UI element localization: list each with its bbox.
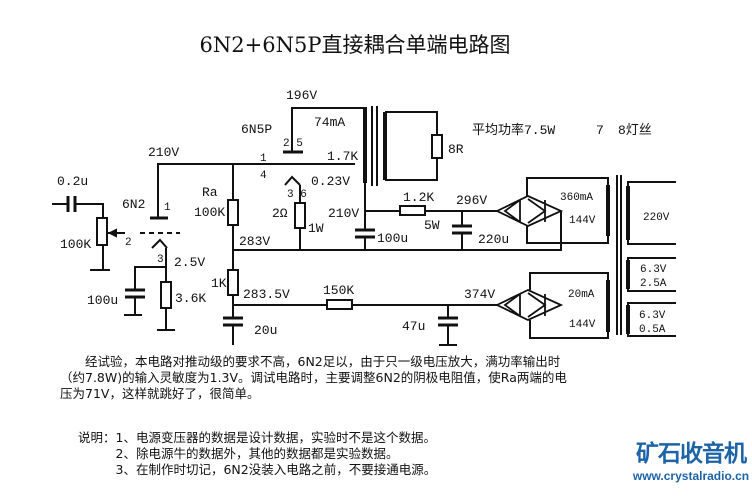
res-1k [227, 269, 239, 296]
ra-resistor [227, 199, 239, 226]
component-labels: 0.2u 100K 6N2 1 2 3 210V 2.5V 100u 3.6K … [57, 88, 670, 338]
label-cap-100u-b: 100u [377, 231, 408, 246]
logo-name: 矿石收音机 [636, 441, 747, 467]
label-mains: 220V [643, 212, 670, 224]
label-tube1-pin1: 1 [164, 202, 171, 214]
label-tube1-cathode-v: 2.5V [174, 255, 205, 270]
label-power-note: 平均功率7.5W [472, 122, 555, 138]
label-fil1-a: 2.5A [640, 278, 667, 290]
label-tube2-pins-plate: 2 5 [283, 138, 303, 150]
label-res-150k: 150K [323, 283, 354, 298]
res-1-2k [399, 205, 426, 216]
notes-list: 说明：1、电源变压器的数据是设计数据，实验时不是这个数据。 2、除电源牛的数据外… [78, 430, 436, 478]
wiper-arrow-icon [107, 228, 117, 238]
upper-bridge [494, 195, 564, 227]
wires [52, 106, 676, 346]
speaker-load [431, 134, 443, 159]
label-cathode-cap: 100u [87, 293, 118, 308]
label-node-296: 296V [456, 193, 487, 208]
note-item: 说明：1、电源变压器的数据是设计数据，实验时不是这个数据。 [78, 430, 436, 445]
label-tube1-pin3: 3 [157, 254, 164, 266]
label-cap-20u: 20u [254, 323, 277, 338]
label-tube2-current: 74mA [314, 115, 345, 130]
lower-bridge [494, 289, 564, 321]
label-hv-volt: 144V [569, 215, 596, 227]
label-ra: Ra [202, 185, 218, 200]
cathode-capacitor [125, 288, 145, 299]
description-line: 压为71V，这样就跳好了，很简单。 [60, 386, 260, 401]
volume-pot [96, 217, 108, 246]
cathode-resistor [160, 281, 172, 309]
logo-url: www.crystalradio.cn [632, 469, 750, 483]
label-ra-value: 100K [194, 205, 225, 220]
label-tube2-pin1: 1 [260, 153, 267, 165]
label-tube2-cathode-v: 0.23V [311, 174, 350, 189]
label-tube2-pins-cathode: 3 6 [287, 189, 307, 201]
cathode-resistor-2ohm [294, 202, 306, 229]
diagram-title: 6N2+6N5P直接耦合单端电路图 [200, 33, 511, 57]
input-capacitor [66, 196, 77, 212]
res-150k [326, 299, 353, 310]
label-bias-volt: 144V [569, 319, 596, 331]
cap-47u [438, 316, 458, 327]
label-fil2-v: 6.3V [639, 310, 666, 322]
label-fil2-a: 0.5A [639, 324, 666, 336]
label-node-283-5: 283.5V [243, 287, 290, 302]
cap-20u [223, 316, 243, 327]
note-item: 2、除电源牛的数据外，其他的数据都是实验数据。 [78, 446, 399, 461]
label-ot-primary: 1.7K [327, 149, 358, 164]
cap-100u-b [355, 228, 375, 239]
label-volume-pot: 100K [60, 237, 91, 252]
label-hv-current: 360mA [560, 192, 593, 204]
label-filament-8: 8灯丝 [618, 123, 652, 138]
label-tube2: 6N5P [241, 122, 272, 137]
site-logo: 矿石收音机 www.crystalradio.cn [630, 440, 752, 484]
label-cathode-res2-w: 1W [308, 221, 324, 236]
cap-220u [452, 224, 472, 235]
label-tube2-pin4: 4 [260, 170, 267, 182]
note-item: 3、在制作时切记，6N2没装入电路之前，不要接通电源。 [78, 462, 437, 477]
ot-core [371, 106, 378, 186]
label-cathode-res2: 2Ω [272, 206, 288, 221]
label-fil1-v: 6.3V [640, 264, 667, 276]
pt-core [616, 175, 622, 335]
description-paragraph: 经试验，本电路对推动级的要求不高，6N2足以，由于只一级电压放大，满功率输出时（… [60, 354, 567, 402]
label-cathode-res: 3.6K [175, 291, 206, 306]
label-node-210: 210V [328, 206, 359, 221]
label-res-1k: 1K [211, 276, 227, 291]
label-speaker: 8R [448, 142, 464, 157]
label-filament-7: 7 [596, 123, 604, 138]
label-res-1-2k-w: 5W [424, 218, 440, 233]
label-res-1-2k: 1.2K [403, 190, 434, 205]
label-cap-47u: 47u [402, 319, 425, 334]
label-bias-current: 20mA [568, 289, 595, 301]
description-line: （约7.8W)的输入灵敏度为1.3V。调试电路时，主要调整6N2的阴极电阻值，使… [60, 370, 567, 385]
label-tube1: 6N2 [122, 197, 145, 212]
description-line: 经试验，本电路对推动级的要求不高，6N2足以，由于只一级电压放大，满功率输出时 [60, 354, 561, 369]
label-tube1-plate-v: 210V [148, 145, 179, 160]
label-tube1-pin2: 2 [125, 237, 132, 249]
label-node-374: 374V [464, 287, 495, 302]
label-node-283: 283V [239, 234, 270, 249]
label-tube2-plate-v: 196V [286, 88, 317, 103]
label-input-cap: 0.2u [57, 174, 88, 189]
label-cap-220u: 220u [478, 232, 509, 247]
